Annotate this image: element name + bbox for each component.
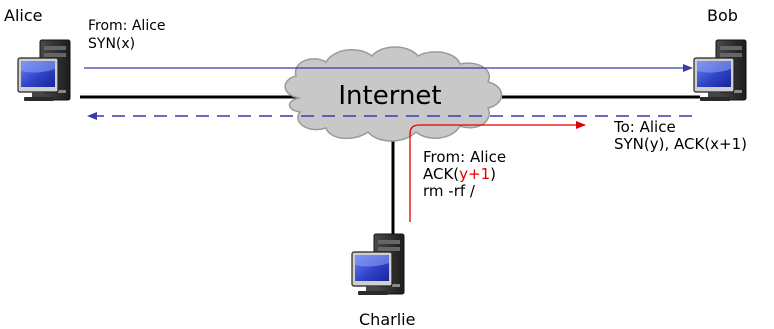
spoof-from-label: From: Alice	[423, 148, 506, 166]
alice-computer	[17, 39, 71, 102]
computer-icon	[693, 39, 747, 102]
spoof-ack-prefix: ACK(	[423, 165, 459, 183]
spoof-ack-guess: y+1	[459, 165, 490, 183]
spoof-command-label: rm -rf /	[423, 182, 476, 200]
computer-icon	[17, 39, 71, 102]
charlie-label: Charlie	[359, 310, 415, 329]
spoof-ack-label: ACK(y+1)	[423, 165, 496, 183]
computer-icon	[351, 233, 405, 296]
bob-computer	[693, 39, 747, 102]
syn-label: SYN(x)	[88, 36, 135, 52]
synack-to-label: To: Alice	[613, 118, 676, 136]
cloud-icon	[284, 46, 503, 142]
internet-label: Internet	[338, 81, 441, 111]
spoof-arrow	[409, 121, 586, 222]
bob-label: Bob	[707, 6, 738, 25]
charlie-computer	[351, 233, 405, 296]
synack-label: SYN(y), ACK(x+1)	[614, 135, 747, 153]
alice-label: Alice	[4, 6, 42, 25]
syn-from-label: From: Alice	[88, 18, 166, 34]
spoof-ack-suffix: )	[490, 165, 496, 183]
